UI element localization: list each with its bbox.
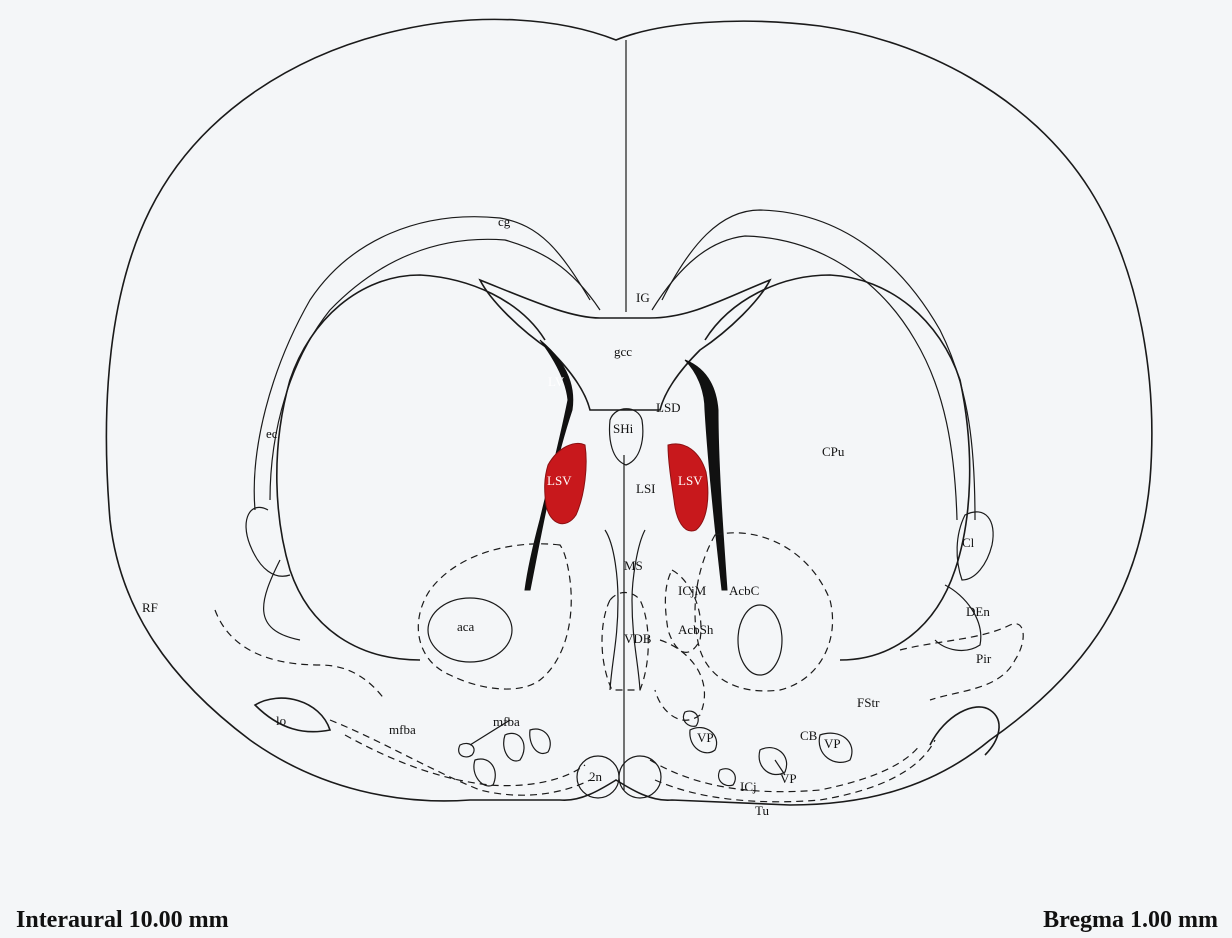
- label-fstr: FStr: [857, 695, 880, 710]
- label-vp-right: VP: [824, 736, 841, 751]
- label-aca: aca: [457, 619, 475, 634]
- lateral-fold-right: [930, 707, 999, 755]
- label-cb: CB: [800, 728, 818, 743]
- mfba-band-left: [345, 735, 585, 786]
- label-rf: RF: [142, 600, 158, 615]
- label-lv: LV: [548, 374, 565, 389]
- label-tu: Tu: [755, 803, 769, 818]
- label-acbsh: AcbSh: [678, 622, 714, 637]
- pir-left-outline: [215, 610, 385, 700]
- ventral-band-left: [330, 720, 590, 795]
- label-ec: ec: [266, 426, 278, 441]
- label-icjm: ICjM: [678, 583, 707, 598]
- label-cl: Cl: [962, 535, 975, 550]
- brain-atlas-diagram: cg IG gcc LV LSD SHi CPu ec LSV LSI LSV …: [0, 0, 1232, 900]
- aca-right: [738, 605, 782, 675]
- acbsh-outline: [655, 640, 704, 720]
- ms-region-right: [632, 530, 645, 690]
- label-den: DEn: [966, 604, 990, 619]
- label-acbc: AcbC: [729, 583, 759, 598]
- acb-right-outline: [695, 533, 833, 691]
- icj-shape-2: [683, 711, 698, 726]
- island-shape-3: [530, 729, 551, 753]
- cpu-right: [705, 275, 970, 660]
- label-ms: MS: [624, 558, 643, 573]
- optic-nerve-right: [619, 756, 661, 798]
- pir-outline: [900, 624, 1023, 700]
- shi-region: [610, 409, 643, 465]
- label-lsd: LSD: [656, 400, 681, 415]
- label-vp-left: VP: [697, 730, 714, 745]
- brain-outline: [106, 19, 1151, 805]
- label-cpu: CPu: [822, 444, 845, 459]
- label-icj: ICj: [740, 779, 757, 794]
- label-mfba-center: mfba: [493, 714, 520, 729]
- icj-shape-1: [719, 769, 736, 786]
- label-shi: SHi: [613, 421, 634, 436]
- acb-left-outline: [418, 544, 571, 689]
- cingulum-left: [254, 217, 590, 510]
- label-lsv-left: LSV: [547, 473, 572, 488]
- island-shape-1: [459, 743, 474, 757]
- label-lsi: LSI: [636, 481, 656, 496]
- label-vp-lower: VP: [780, 771, 797, 786]
- label-2n: 2n: [589, 769, 603, 784]
- label-pir: Pir: [976, 651, 992, 666]
- cpu-left: [277, 275, 545, 660]
- ms-region: [605, 530, 618, 690]
- label-mfba-left: mfba: [389, 722, 416, 737]
- lo-outline: [255, 698, 330, 732]
- label-cg: cg: [498, 214, 511, 229]
- interaural-coordinate: Interaural 10.00 mm: [16, 907, 229, 934]
- label-lo: lo: [276, 713, 286, 728]
- bregma-coordinate: Bregma 1.00 mm: [1043, 907, 1218, 934]
- label-gcc: gcc: [614, 344, 632, 359]
- label-vdb: VDB: [624, 631, 652, 646]
- island-shape-4: [474, 759, 495, 786]
- island-shape-2: [504, 733, 524, 761]
- label-ig: IG: [636, 290, 650, 305]
- label-lsv-right: LSV: [678, 473, 703, 488]
